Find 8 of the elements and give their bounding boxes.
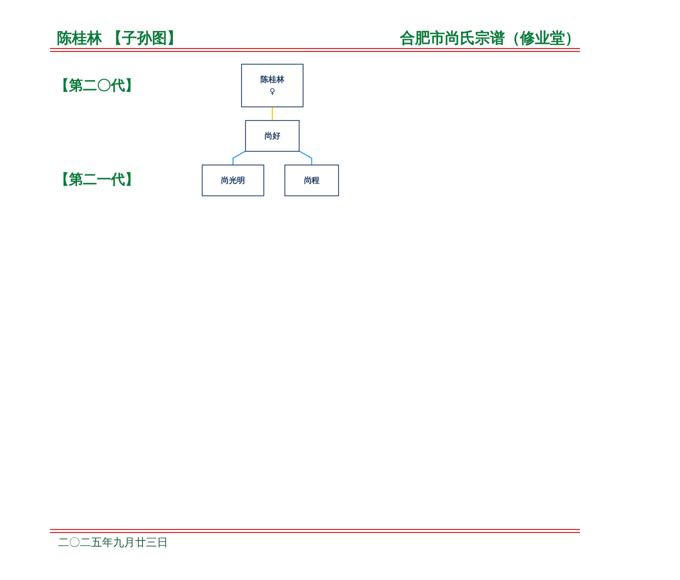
connector xyxy=(271,106,272,121)
header-text: 合肥市尚氏宗谱（修业堂） xyxy=(400,28,580,48)
generation-label: 【第二〇代】 xyxy=(55,76,139,95)
date-text: 二〇二五年九月廿三日 xyxy=(58,536,168,550)
header-title: 陈桂林 【子孙图】 xyxy=(57,28,182,48)
connector xyxy=(232,150,246,166)
generation-label: 【第二一代】 xyxy=(55,171,139,190)
connector xyxy=(298,150,312,166)
